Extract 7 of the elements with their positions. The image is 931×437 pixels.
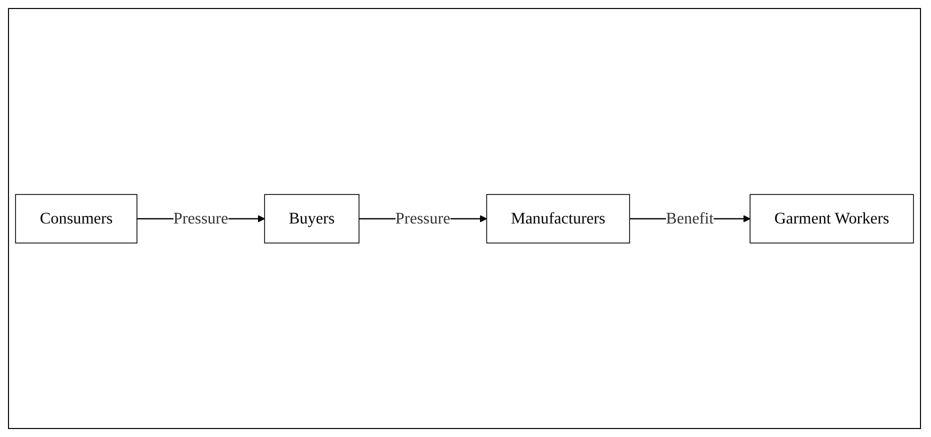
edge-label: Pressure [173,210,228,228]
edge-label: Benefit [666,210,714,228]
node-box: Consumers [15,194,138,244]
node-box: Manufacturers [486,194,630,244]
node-box: Garment Workers [750,194,914,244]
node-box: Buyers [264,194,360,244]
edge-label: Pressure [395,210,450,228]
